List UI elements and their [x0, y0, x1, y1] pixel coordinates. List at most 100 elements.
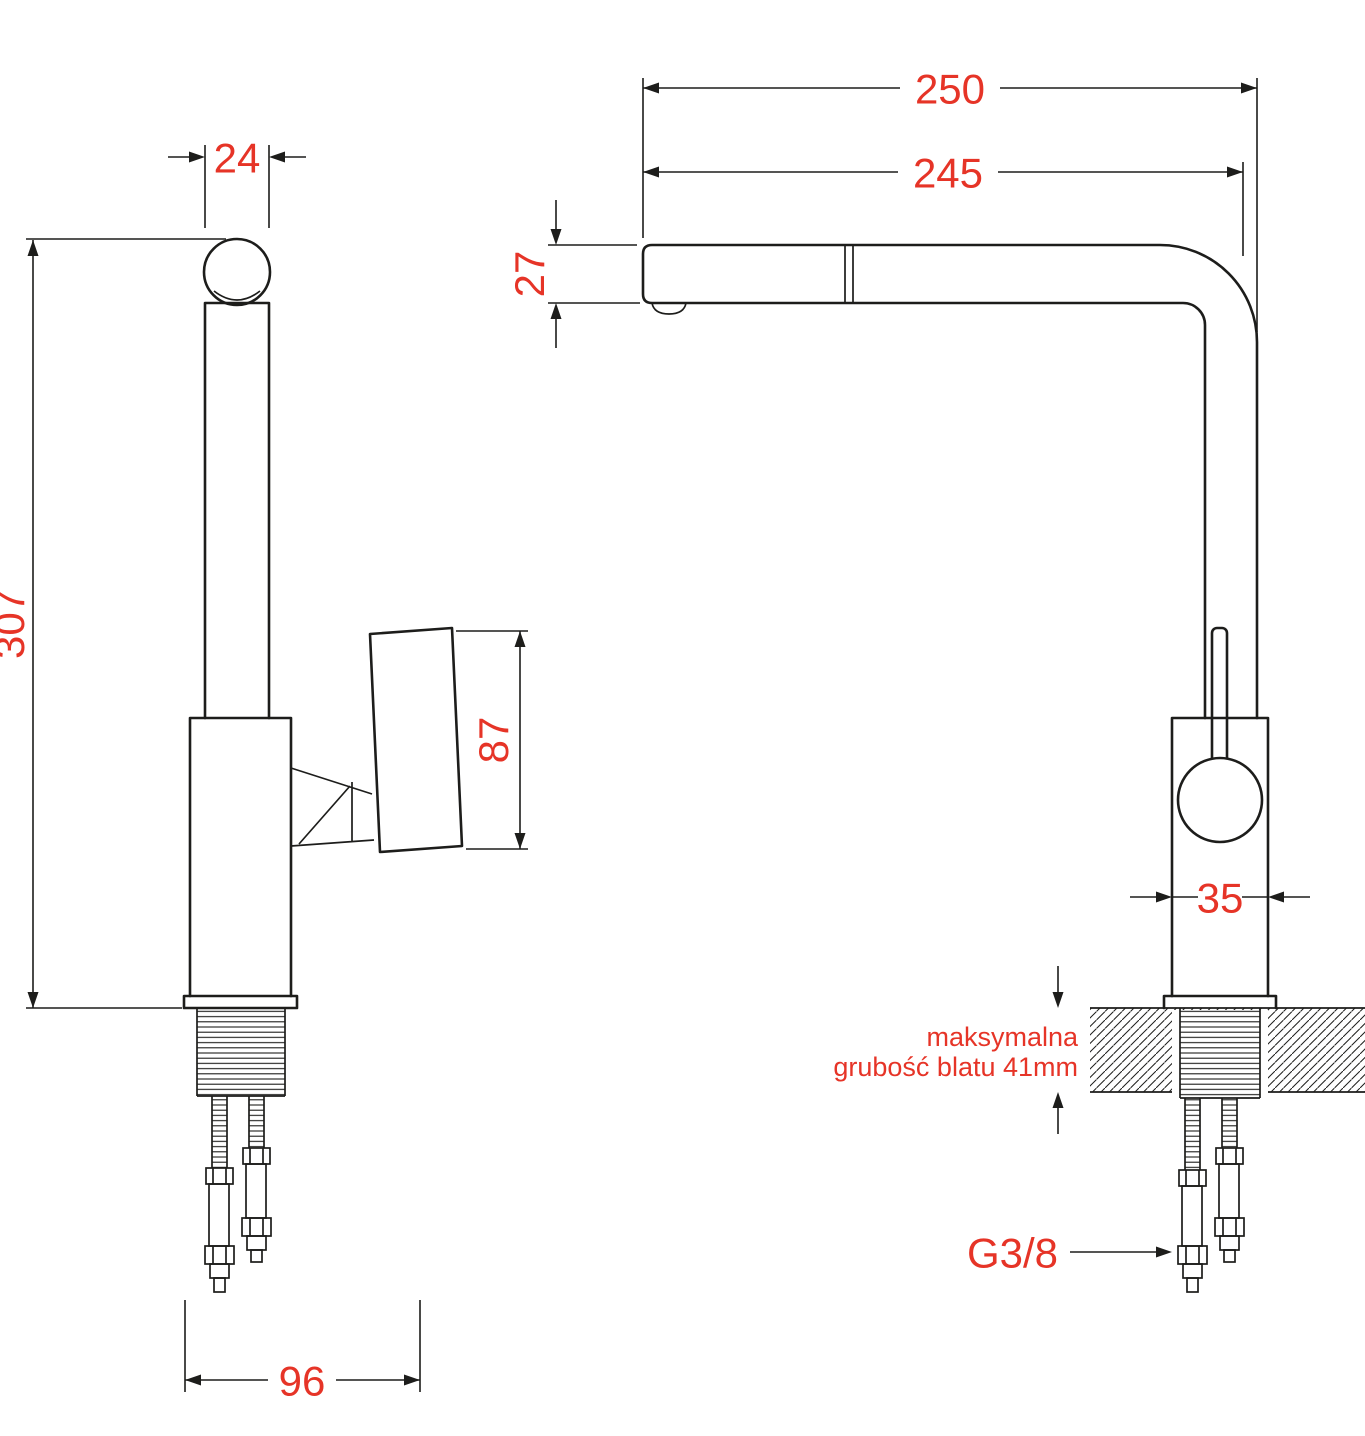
base-flange-front	[1162, 994, 1278, 1010]
spout-front	[641, 243, 1259, 720]
dimension-spout-width: 24	[168, 135, 306, 228]
countertop-note-line1: maksymalna	[926, 1022, 1079, 1052]
hex-nut	[1215, 1147, 1244, 1165]
arrowhead	[550, 229, 562, 245]
hose-fitting	[1177, 1245, 1208, 1265]
dimension-handle-length: 87	[456, 630, 528, 850]
arrowhead	[27, 992, 39, 1008]
flexible-hose	[1218, 1163, 1240, 1219]
hose-tip	[250, 1249, 263, 1263]
hose-collar	[209, 1263, 230, 1279]
arrowhead	[1156, 891, 1172, 903]
dimension-spout-reach: 245	[643, 150, 1244, 256]
hose-collar	[1182, 1263, 1203, 1279]
arrowhead	[1156, 1246, 1172, 1258]
spout-top-curve	[202, 237, 272, 307]
arrowhead	[643, 166, 659, 178]
handle-lever-front	[1210, 626, 1229, 770]
dimension-body-width: 35	[1130, 875, 1310, 922]
dim-307-label: 307	[0, 589, 33, 659]
arrowhead	[1052, 992, 1064, 1008]
dim-35-label: 35	[1197, 875, 1244, 922]
extension-lines	[204, 145, 270, 228]
dim-24-label: 24	[214, 135, 261, 182]
arrowhead	[404, 1374, 420, 1386]
hex-nut-facets	[1222, 1148, 1237, 1164]
hose-fitting	[241, 1217, 272, 1237]
threaded-stud	[1185, 1098, 1200, 1170]
handle-ball-joint	[1176, 756, 1264, 844]
arrowhead	[189, 151, 205, 163]
threaded-stud-outline	[1184, 1098, 1201, 1170]
mounting-thread-front	[1180, 1008, 1260, 1098]
threaded-stud	[1222, 1098, 1237, 1148]
dimension-overall-width: 250	[642, 66, 1258, 332]
pullout-head-seam	[844, 245, 854, 303]
threaded-stud-outline	[211, 1096, 228, 1168]
thread-size-label: G3/8	[967, 1230, 1058, 1277]
arrowhead	[185, 1374, 201, 1386]
hose-fitting-facets	[1185, 1246, 1200, 1264]
threaded-stud-outline	[248, 1096, 265, 1148]
hex-nut	[242, 1147, 271, 1165]
extension-lines	[548, 244, 640, 304]
hose-collar	[1219, 1235, 1240, 1251]
dim-250-label: 250	[915, 66, 985, 113]
hex-nut-facets	[1185, 1170, 1200, 1186]
faucet-body-side	[188, 716, 293, 998]
dimension-spout-drop: 27	[506, 200, 640, 348]
side-view: 24 307 87 96	[0, 135, 528, 1405]
front-view-mounting-hardware	[1177, 1098, 1245, 1293]
dimension-total-height: 307	[0, 238, 226, 1009]
flexible-hose	[245, 1163, 267, 1219]
hose-fitting	[1214, 1217, 1245, 1237]
base-flange-side	[182, 994, 299, 1010]
arrowhead	[514, 631, 526, 647]
extension-lines	[642, 78, 1258, 332]
spout-pipe	[203, 301, 271, 720]
hex-nut-facets	[249, 1148, 264, 1164]
faucet-body-front	[1170, 716, 1270, 998]
hex-nut	[205, 1167, 234, 1185]
arrowhead	[643, 82, 659, 94]
hose-tip	[1186, 1277, 1199, 1293]
arrowhead	[27, 240, 39, 256]
hose-fitting-facets	[212, 1246, 227, 1264]
spout-tip-detail	[213, 290, 261, 301]
extension-lines	[184, 1300, 421, 1392]
hose-collar	[246, 1235, 267, 1251]
dim-27-label: 27	[506, 251, 553, 298]
extension-lines	[26, 238, 226, 1009]
threaded-stud-outline	[1221, 1098, 1238, 1148]
arrowhead	[1052, 1092, 1064, 1108]
dim-96-label: 96	[279, 1358, 326, 1405]
front-view-faucet-outline	[641, 243, 1278, 1099]
hose-tip	[1223, 1249, 1236, 1263]
countertop: maksymalna grubość blatu 41mm	[833, 966, 1365, 1134]
dim-245-label: 245	[913, 150, 983, 197]
arrowhead	[550, 303, 562, 319]
hose-fitting-facets	[249, 1218, 264, 1236]
arrowhead	[1241, 82, 1257, 94]
dim-87-label: 87	[470, 717, 517, 764]
threaded-stud	[212, 1096, 227, 1168]
spout-outlet	[651, 302, 687, 315]
arrowhead	[1227, 166, 1243, 178]
extension-lines	[456, 630, 528, 850]
flexible-hose	[1181, 1185, 1203, 1247]
handle-joint	[290, 767, 375, 847]
hex-nut	[1178, 1169, 1207, 1187]
arrowhead	[269, 151, 285, 163]
threaded-stud	[249, 1096, 264, 1148]
mounting-thread-side	[197, 1008, 285, 1096]
flexible-hose	[208, 1183, 230, 1247]
hex-nut-facets	[212, 1168, 227, 1184]
arrowhead	[514, 833, 526, 849]
hose-tip	[213, 1277, 226, 1293]
hose-fitting-facets	[1222, 1218, 1237, 1236]
dimension-base-depth: 96	[184, 1300, 421, 1405]
handle-lever-side	[368, 626, 464, 854]
side-view-mounting-hardware	[204, 1096, 272, 1293]
